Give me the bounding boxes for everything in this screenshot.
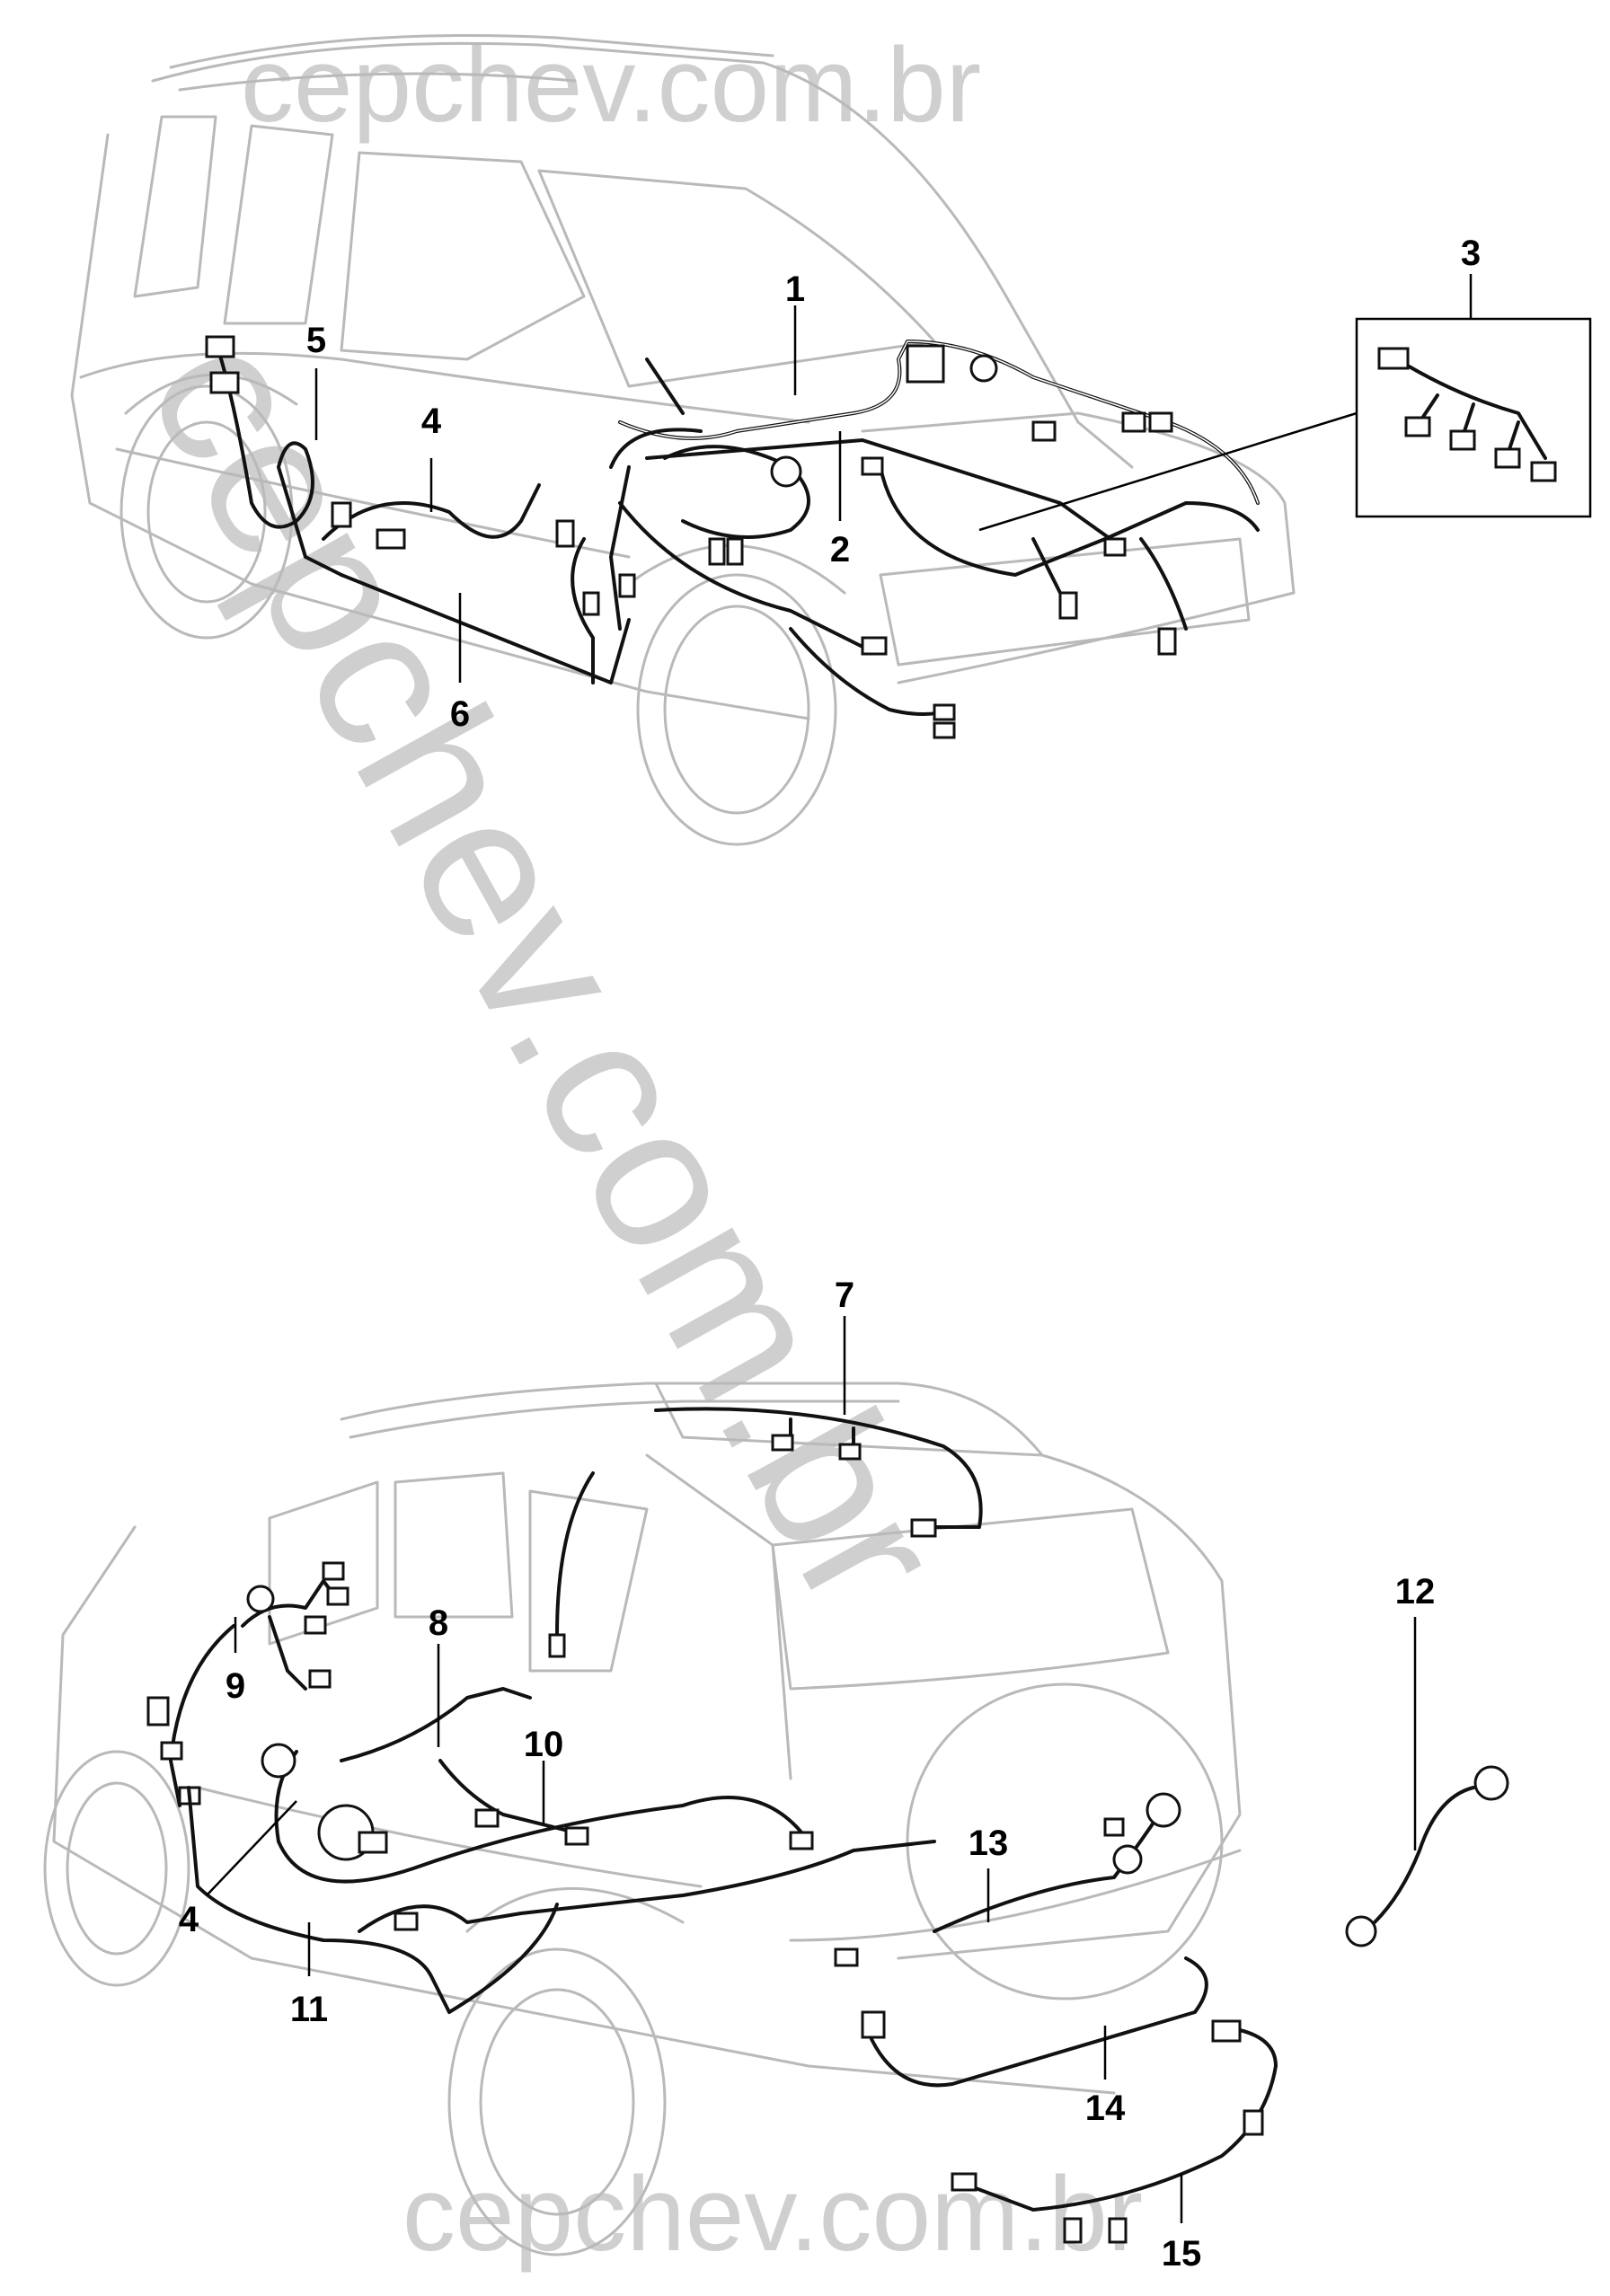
callout-15: 15: [1162, 2234, 1202, 2274]
callout-4-bottom: 4: [179, 1900, 199, 1939]
inset-harness-3: [1355, 317, 1592, 518]
callout-leaders: [206, 274, 1473, 2223]
callout-14: 14: [1085, 2088, 1126, 2128]
harness-body-front: [205, 335, 636, 684]
harness-rear: [146, 1407, 1509, 2244]
connector-block: [906, 344, 945, 384]
callout-1: 1: [785, 269, 805, 309]
callout-9: 9: [226, 1666, 245, 1706]
callout-numbers: 1 2 3 4 5 6 7 8 9 10 4 11 12 13 14 15: [179, 234, 1481, 2274]
callout-4-top: 4: [421, 402, 442, 441]
callout-11: 11: [290, 1990, 328, 2029]
callout-6: 6: [450, 694, 470, 734]
callout-2: 2: [830, 530, 850, 570]
callout-12: 12: [1395, 1572, 1436, 1612]
callout-13: 13: [969, 1824, 1009, 1863]
callout-10: 10: [524, 1725, 564, 1764]
callout-3: 3: [1461, 234, 1481, 273]
harness-main-front: [609, 340, 1260, 739]
callout-5: 5: [306, 321, 326, 360]
watermark-bottom: cepchev.com.br: [402, 2155, 1143, 2274]
watermark-top: cepchev.com.br: [241, 26, 981, 145]
watermark-diagonal: cepchev.com.br: [106, 297, 988, 1642]
callout-8: 8: [429, 1603, 448, 1643]
vehicle-rear-outline: [43, 1382, 1242, 2256]
callout-7: 7: [835, 1276, 854, 1315]
